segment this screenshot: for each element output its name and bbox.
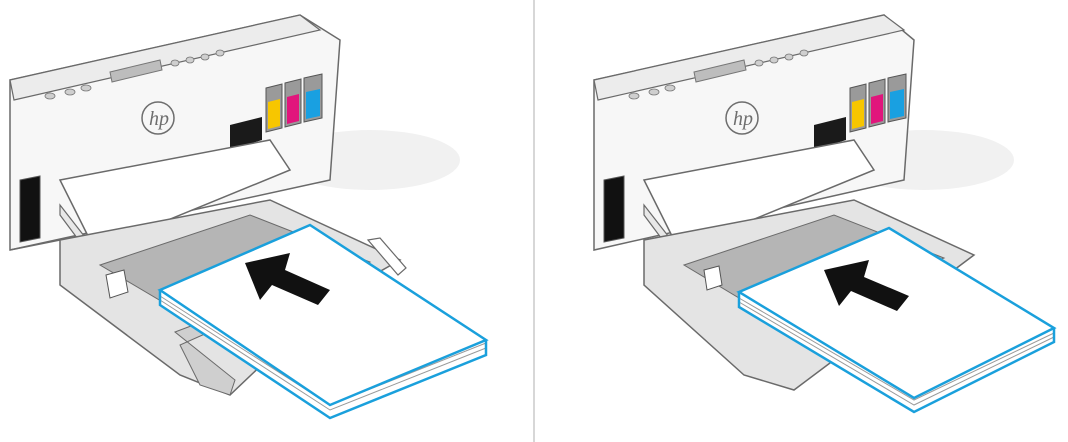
output-tray — [642, 139, 876, 251]
ink-tanks — [265, 73, 323, 133]
control-buttons — [44, 49, 225, 100]
paper-width-guide — [703, 265, 723, 291]
left-illustration-panel: hp — [9, 14, 489, 420]
output-tray — [58, 139, 292, 251]
black-ink-tank — [603, 175, 625, 243]
insert-direction-arrow — [245, 253, 330, 305]
svg-text:hp: hp — [733, 108, 753, 130]
hp-logo: hp — [141, 101, 175, 135]
panel-divider — [533, 0, 535, 442]
black-ink-tank — [19, 175, 41, 243]
paper-width-guide — [105, 269, 129, 299]
insert-direction-arrow — [824, 260, 909, 311]
control-panel-strip — [9, 14, 322, 101]
display-screen — [693, 59, 747, 83]
right-illustration-panel: hp — [534, 0, 1068, 442]
control-buttons — [628, 49, 809, 100]
hp-logo: hp — [725, 101, 759, 135]
control-panel-strip — [593, 14, 906, 101]
printer-paper-inserted-illustration: hp — [593, 14, 1057, 414]
output-slot — [230, 117, 262, 150]
svg-text:hp: hp — [149, 108, 169, 130]
paper-stack — [736, 226, 1057, 414]
output-slot — [814, 117, 846, 150]
paper-stack — [157, 223, 489, 420]
ink-tanks — [849, 73, 907, 133]
display-screen — [109, 59, 163, 83]
printer-load-paper-illustration: hp — [9, 14, 489, 420]
